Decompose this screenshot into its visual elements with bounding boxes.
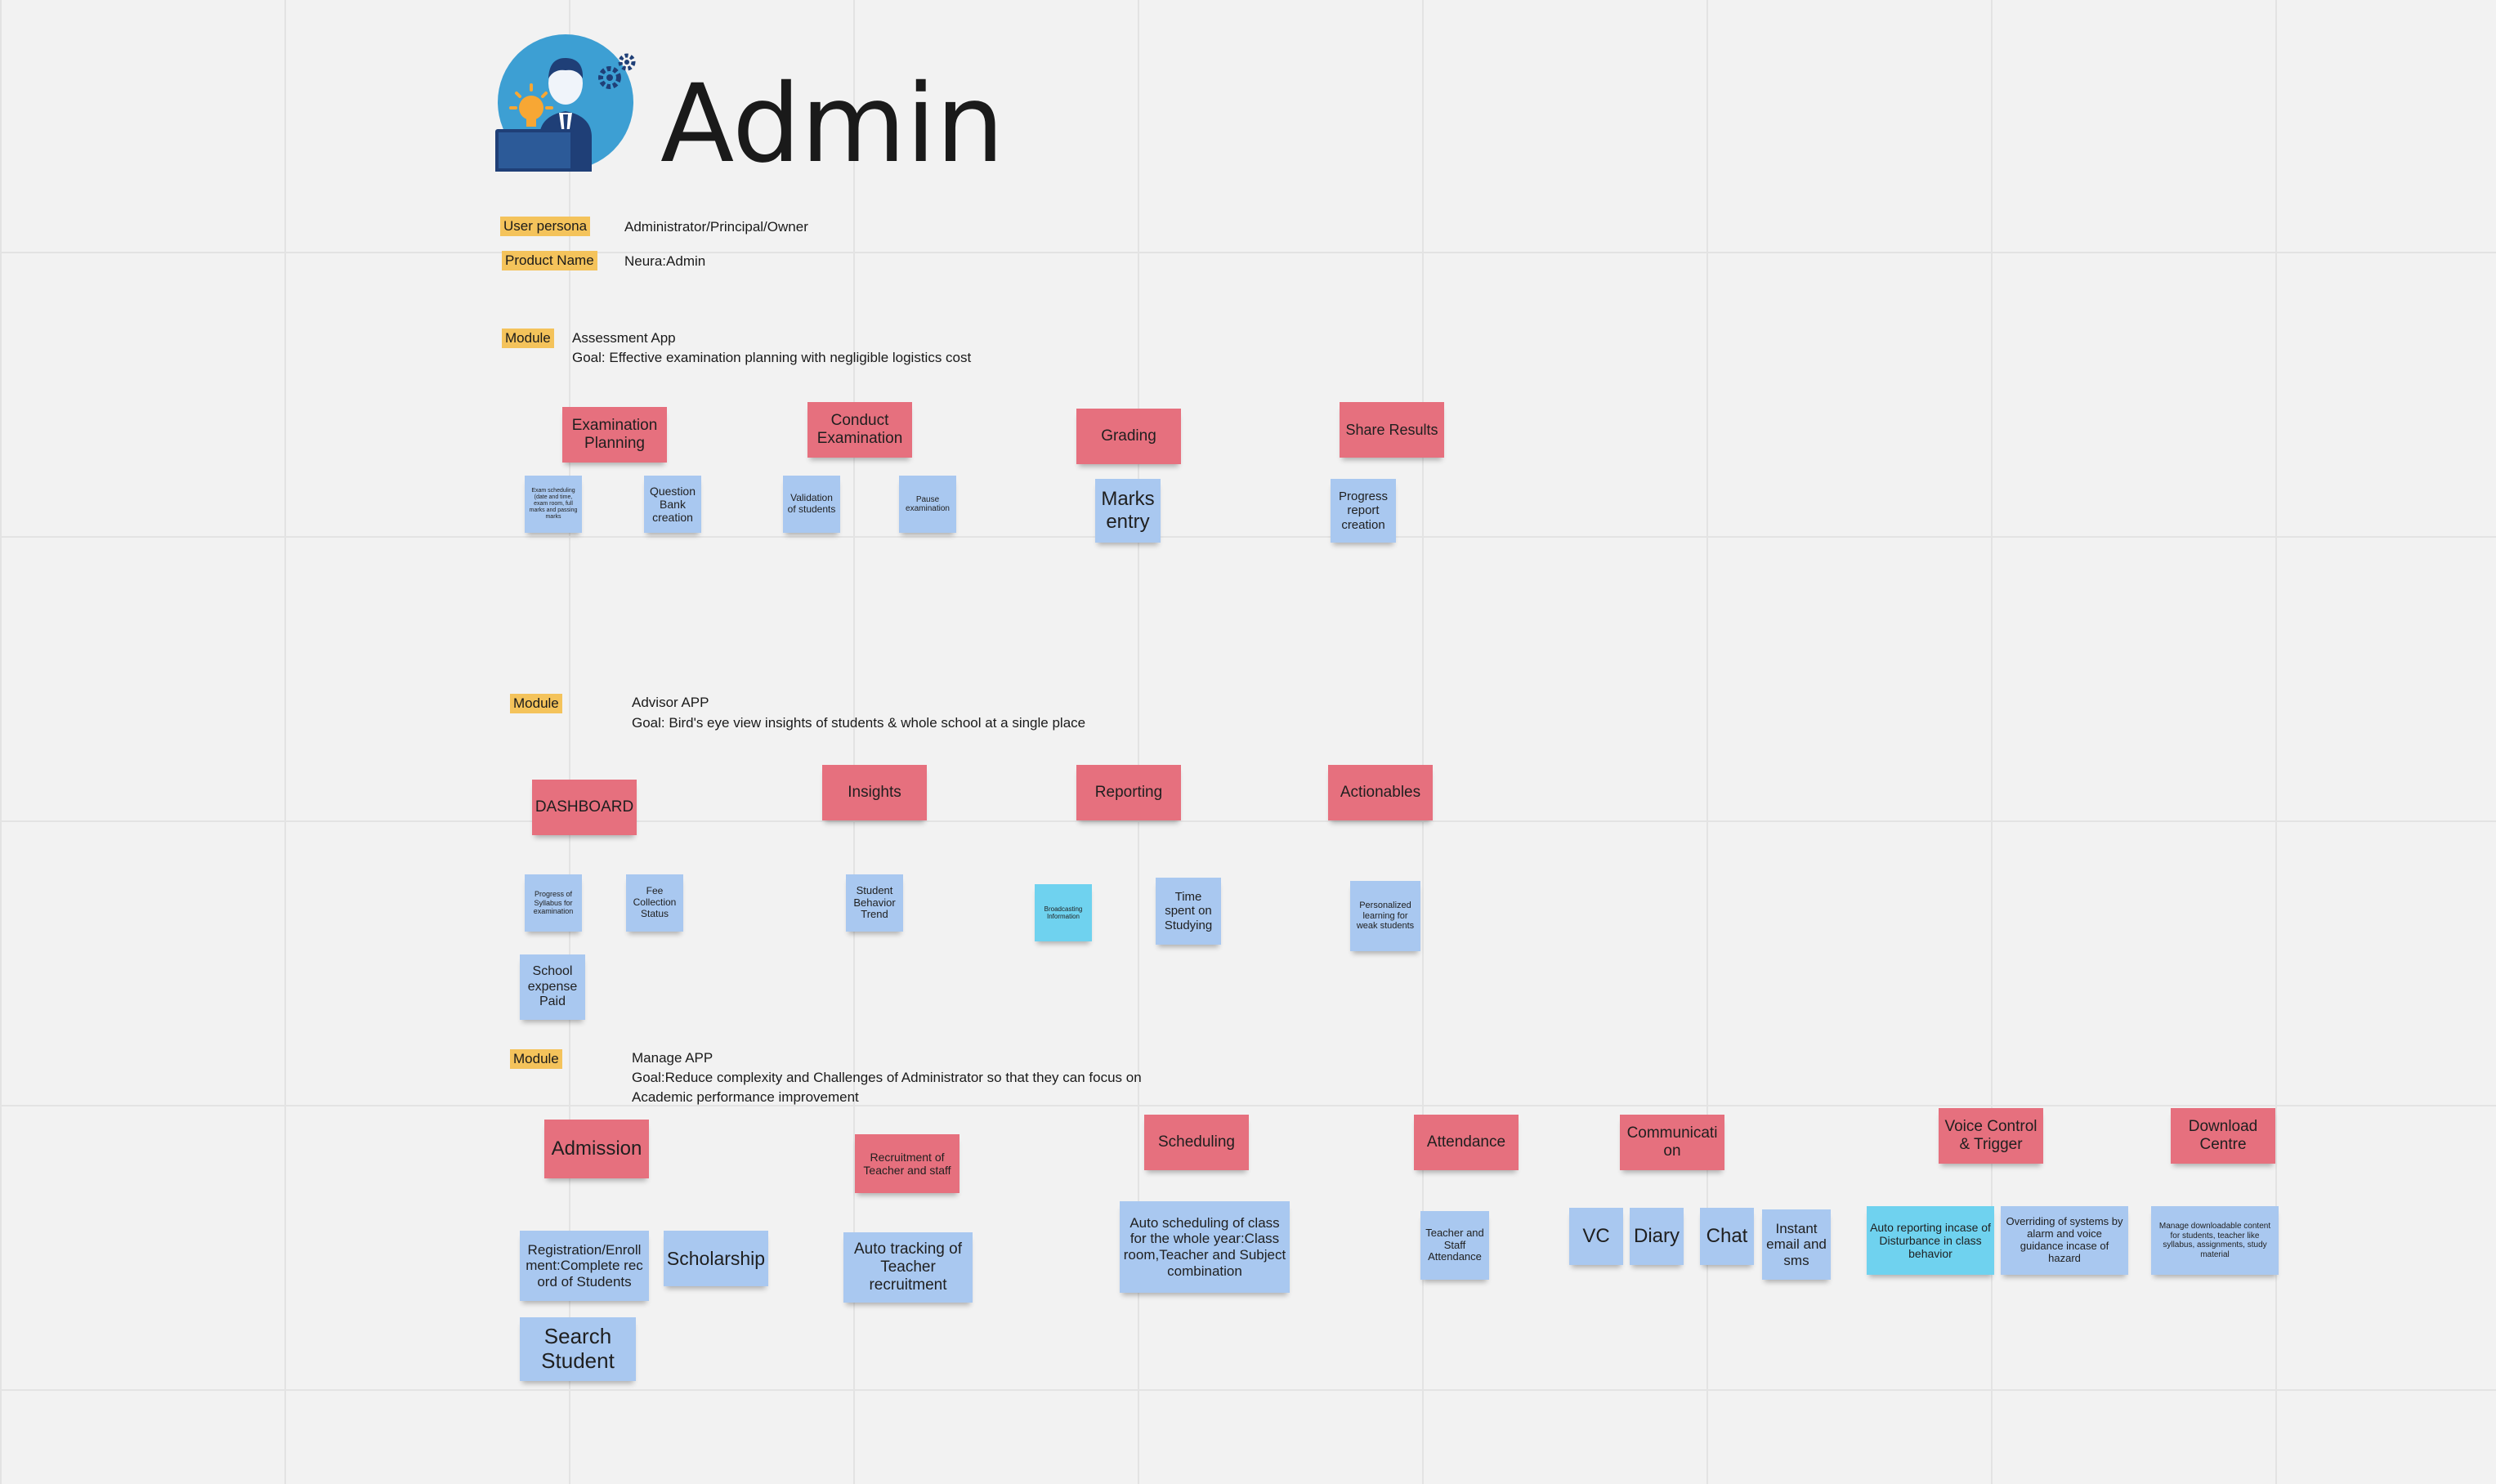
module-goal-line2: Academic performance improvement: [632, 1089, 859, 1105]
module-goal: Goal: Bird's eye view insights of studen…: [632, 715, 1086, 731]
module-goal-line1: Goal:Reduce complexity and Challenges of…: [632, 1070, 1142, 1085]
task-sticky[interactable]: Teacher and Staff Attendance: [1420, 1211, 1489, 1280]
task-sticky[interactable]: Question Bank creation: [644, 476, 701, 533]
module-tag: Module: [510, 1049, 562, 1070]
task-sticky[interactable]: VC: [1569, 1208, 1623, 1265]
task-sticky[interactable]: Diary: [1630, 1208, 1684, 1265]
task-sticky[interactable]: Progress of Syllabus for examination: [525, 874, 582, 932]
task-sticky[interactable]: Fee Collection Status: [626, 874, 683, 932]
admin-avatar-icon: [490, 33, 646, 178]
task-sticky[interactable]: Exam scheduling (date and time, exam roo…: [525, 476, 582, 533]
feature-sticky[interactable]: Share Results: [1340, 402, 1444, 458]
task-sticky[interactable]: Instant email and sms: [1762, 1209, 1831, 1280]
task-sticky[interactable]: Auto scheduling of class for the whole y…: [1120, 1201, 1290, 1293]
feature-sticky[interactable]: Voice Control & Trigger: [1939, 1108, 2043, 1164]
task-sticky[interactable]: Progress report creation: [1331, 479, 1396, 543]
feature-sticky[interactable]: Insights: [822, 765, 927, 820]
task-sticky[interactable]: Student Behavior Trend: [846, 874, 903, 932]
task-sticky[interactable]: Personalized learning for weak students: [1350, 881, 1420, 951]
task-sticky[interactable]: Overriding of systems by alarm and voice…: [2001, 1206, 2128, 1275]
feature-sticky[interactable]: Admission: [544, 1120, 649, 1178]
module-name: Manage APP: [632, 1050, 713, 1066]
product-name-tag: Product Name: [502, 251, 597, 271]
product-name-value: Neura:Admin: [624, 253, 706, 269]
task-sticky[interactable]: Chat: [1700, 1208, 1754, 1265]
feature-sticky[interactable]: Download Centre: [2171, 1108, 2275, 1164]
user-persona-value: Administrator/Principal/Owner: [624, 219, 808, 235]
task-sticky[interactable]: Auto reporting incase of Disturbance in …: [1867, 1206, 1994, 1275]
task-sticky[interactable]: Time spent on Studying: [1156, 878, 1221, 945]
task-sticky[interactable]: Registration/Enrollment:Complete record …: [520, 1231, 649, 1301]
task-sticky[interactable]: Scholarship: [664, 1231, 768, 1286]
task-sticky[interactable]: Validation of students: [783, 476, 840, 533]
task-sticky[interactable]: Manage downloadable content for students…: [2151, 1206, 2279, 1275]
feature-sticky[interactable]: Attendance: [1414, 1115, 1519, 1170]
module-tag: Module: [502, 329, 554, 349]
task-sticky[interactable]: Search Student: [520, 1317, 636, 1381]
feature-sticky[interactable]: Reporting: [1076, 765, 1181, 820]
module-goal: Goal: Effective examination planning wit…: [572, 350, 972, 365]
task-sticky[interactable]: Pause examination: [899, 476, 956, 533]
task-sticky[interactable]: Auto tracking of Teacher recruitment: [843, 1232, 973, 1303]
feature-sticky[interactable]: Actionables: [1328, 765, 1433, 820]
feature-sticky[interactable]: Scheduling: [1144, 1115, 1249, 1170]
feature-sticky[interactable]: Recruitment of Teacher and staff: [855, 1134, 959, 1193]
feature-sticky[interactable]: Communication: [1620, 1115, 1724, 1170]
user-persona-tag: User persona: [500, 217, 591, 237]
module-tag: Module: [510, 694, 562, 714]
module-name: Assessment App: [572, 330, 676, 346]
feature-sticky[interactable]: DASHBOARD: [532, 780, 637, 835]
feature-sticky[interactable]: Conduct Examination: [807, 402, 912, 458]
feature-sticky[interactable]: Grading: [1076, 409, 1181, 464]
feature-sticky[interactable]: Examination Planning: [562, 407, 667, 463]
task-sticky[interactable]: School expense Paid: [520, 954, 585, 1020]
task-sticky[interactable]: Broadcasting Information: [1035, 884, 1092, 941]
task-sticky[interactable]: Marks entry: [1095, 479, 1161, 543]
page-title: Admin: [660, 61, 1004, 187]
module-name: Advisor APP: [632, 695, 709, 710]
